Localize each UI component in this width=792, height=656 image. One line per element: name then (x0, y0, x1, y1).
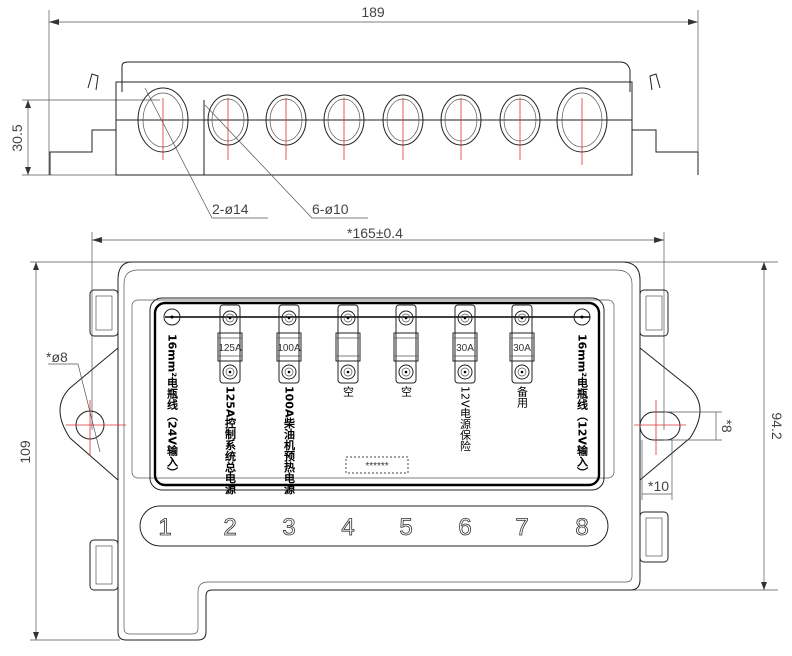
input-terminal-right (573, 308, 591, 326)
fuse-3: 空 (335, 304, 361, 397)
large-hole-label: 2-ø14 (212, 201, 249, 217)
position-number: 6 (458, 514, 471, 541)
bolt-icon (222, 310, 238, 326)
fuse-4: 空 (393, 304, 419, 397)
fuse-label: 空 (400, 385, 413, 397)
cable-holes (137, 87, 608, 153)
serial-placeholder: ****** (365, 461, 388, 472)
mount-spacing-dimension: *165±0.4 (347, 225, 403, 241)
slot-height-dimension: *8 (719, 419, 735, 432)
position-number: 3 (282, 514, 295, 541)
bolt-icon (281, 310, 297, 326)
width-dimension: 189 (361, 4, 385, 20)
bolt-icon (457, 310, 473, 326)
left-height-dimension: 109 (17, 440, 33, 464)
bolt-icon (398, 364, 414, 380)
position-number: 7 (515, 514, 528, 541)
fuse-1: 125A 125A控制系统总电源 (217, 304, 243, 495)
height-dimension: 30.5 (9, 124, 25, 151)
position-number: 8 (575, 514, 588, 541)
bolt-icon (514, 364, 530, 380)
fuse-rating: 100A (277, 343, 301, 354)
bolt-icon (457, 364, 473, 380)
fuse-label: 100A柴油机预热电源 (283, 386, 297, 495)
bolt-icon (281, 364, 297, 380)
label-panel (153, 301, 601, 487)
slot-width-dimension: *10 (648, 478, 669, 494)
right-height-dimension: 94.2 (769, 412, 785, 439)
bolt-icon (514, 310, 530, 326)
fuse-rating: 30A (456, 343, 474, 354)
mount-hole-diameter: *ø8 (46, 349, 68, 365)
bolt-icon (398, 310, 414, 326)
fuse-rating: 30A (513, 343, 531, 354)
fuse-label: 空 (342, 385, 355, 397)
bolt-icon (340, 310, 356, 326)
left-terminal-label: 16mm²电瓶线（24V输入） (166, 334, 180, 478)
fuse-2: 100A 100A柴油机预热电源 (276, 304, 302, 495)
bolt-icon (340, 364, 356, 380)
small-hole-label: 6-ø10 (312, 201, 349, 217)
position-number: 5 (399, 514, 412, 541)
input-terminal-left (163, 308, 181, 326)
fuse-label: 备用 (516, 385, 529, 409)
fuse-5: 30A 12V电源保险 (452, 304, 478, 452)
bottom-view: *165±0.4 109 94.2 *ø8 (17, 225, 785, 641)
position-number: 1 (158, 514, 171, 541)
fuse-label: 125A控制系统总电源 (224, 386, 237, 495)
bolt-icon (222, 364, 238, 380)
right-mount-slot (639, 411, 681, 441)
fuse-6: 30A 备用 (509, 304, 535, 409)
position-number-strip (139, 505, 609, 547)
fuse-label: 12V电源保险 (459, 386, 472, 452)
position-number: 4 (341, 514, 354, 541)
right-terminal-label: 16mm²电瓶线（12V输入） (576, 334, 590, 478)
side-clips (89, 289, 669, 591)
position-number: 2 (223, 514, 236, 541)
fuse-rating: 125A (218, 343, 242, 354)
top-view: 189 30.5 (9, 4, 699, 219)
